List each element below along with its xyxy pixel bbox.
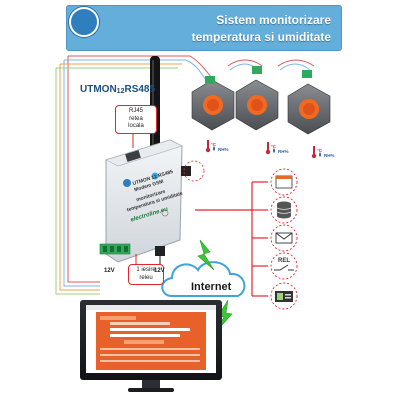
model-prefix: UTMON bbox=[80, 84, 117, 95]
output-icons bbox=[270, 168, 298, 310]
rj45-callout-line-1: RJ45 bbox=[128, 108, 143, 114]
title-line-2: temperatura si umiditate bbox=[191, 30, 331, 44]
sensor-1-temp-unit: °C bbox=[211, 142, 217, 147]
model-suffix: RS485 bbox=[124, 84, 156, 95]
sensor-2 bbox=[235, 66, 279, 131]
title-line-1: Sistem monitorizare bbox=[216, 13, 331, 27]
side-connector bbox=[181, 166, 191, 176]
power-label-left: 12V bbox=[104, 268, 115, 274]
rs485-wiring bbox=[55, 55, 190, 295]
relay-icon bbox=[270, 252, 298, 280]
rj45-callout-line-2: retea bbox=[129, 115, 143, 122]
desktop-monitor bbox=[80, 300, 222, 392]
utmon-device bbox=[105, 139, 183, 263]
model-label: UTMON12RS485 bbox=[80, 84, 156, 96]
device-logo-icon bbox=[123, 179, 131, 187]
power-label-right: 12V bbox=[154, 268, 165, 274]
sensor-3-hum-unit: RH% bbox=[324, 153, 335, 158]
relay-callout: 1 iesire releu bbox=[128, 264, 164, 285]
sensor-wiring bbox=[185, 55, 315, 81]
relay-label: REL bbox=[278, 258, 290, 264]
power-jack bbox=[155, 246, 165, 256]
output-bus bbox=[195, 181, 268, 297]
terminal-block-power bbox=[99, 243, 131, 255]
humidity-icon bbox=[213, 146, 321, 157]
model-sub: 12 bbox=[116, 88, 125, 95]
rj45-callout-line-3: locala bbox=[128, 123, 144, 129]
sensor-1-hum-unit: RH% bbox=[218, 147, 229, 152]
sensor-3 bbox=[287, 70, 331, 135]
sensor-1 bbox=[191, 76, 235, 131]
network-globe-icon bbox=[69, 7, 99, 37]
internet-cloud-icon bbox=[161, 261, 246, 297]
relay-callout-line-1: 1 iesire bbox=[136, 267, 156, 273]
rj45-port bbox=[125, 150, 141, 162]
sensor-2-temp-unit: °C bbox=[271, 144, 277, 149]
internet-label: Internet bbox=[191, 281, 232, 293]
title-banner: Sistem monitorizare temperatura si umidi… bbox=[66, 5, 342, 51]
sensor-3-temp-unit: °C bbox=[317, 148, 323, 153]
rj45-callout: RJ45 retea locala bbox=[115, 105, 157, 134]
relay-callout-line-2: releu bbox=[139, 274, 153, 281]
sensor-2-hum-unit: RH% bbox=[278, 149, 289, 154]
thermometer-icon bbox=[205, 140, 317, 159]
